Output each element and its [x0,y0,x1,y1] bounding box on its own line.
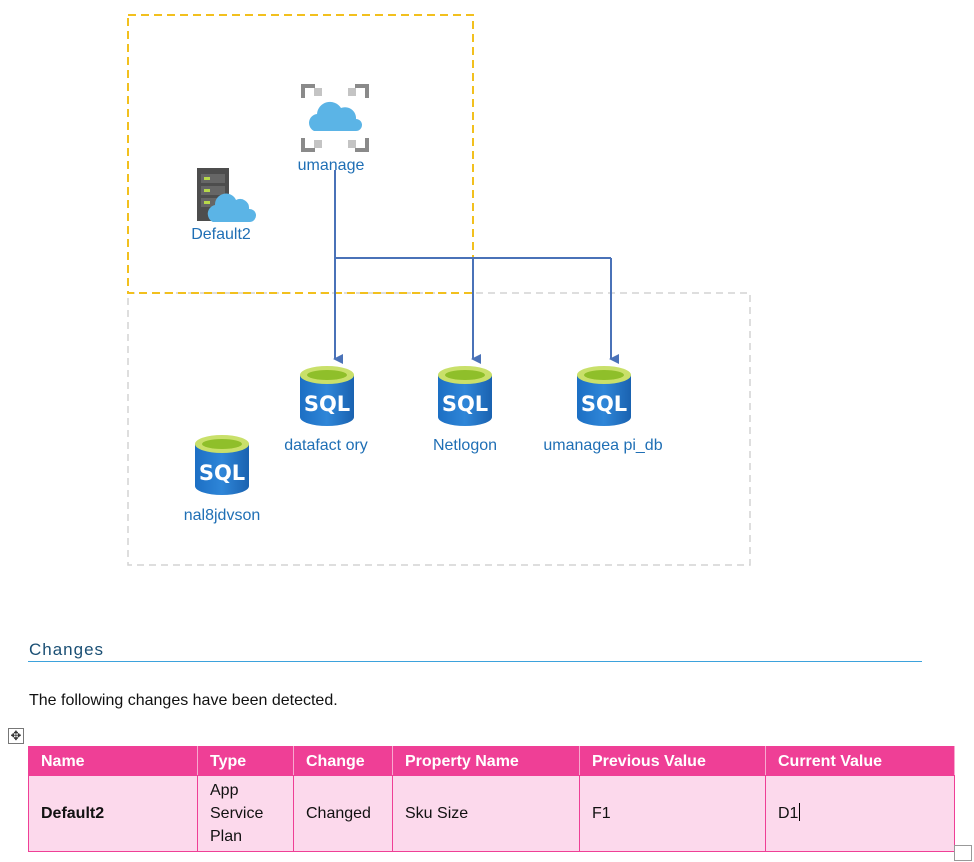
cell-name-text: Default2 [41,805,105,822]
node-label-netlogon: Netlogon [432,437,498,454]
cell-property-name[interactable]: Sku Size [392,775,580,852]
server-group-box [127,292,751,566]
cell-type-text: App Service Plan [210,782,264,845]
table-move-handle-icon[interactable]: ✥ [8,728,24,744]
cell-previous-value[interactable]: F1 [579,775,766,852]
table-resize-handle[interactable] [954,845,972,861]
node-label-umanageapi-db: umanagea pi_db [543,437,663,454]
architecture-diagram: SQL SQL SQL SQL [127,14,751,566]
node-label-nal8jdvson: nal8jdvson [183,507,261,524]
column-header-type: Type [197,746,294,776]
app-service-icon [301,84,369,152]
cell-previous-text: F1 [592,805,611,822]
section-heading: Changes [29,640,105,659]
text-cursor [799,803,801,821]
resource-group-box [127,14,474,294]
cell-change-text: Changed [306,805,371,822]
table-header-row: Name Type Change Property Name Previous … [28,746,955,776]
cell-property-text: Sku Size [405,805,469,822]
sql-icon-text: SQL [304,392,350,416]
sql-icon-text: SQL [581,392,627,416]
app-service-plan-icon [197,168,257,222]
sql-database-icon: SQL [195,435,249,495]
sql-database-icon: SQL [577,366,631,426]
sql-database-icon: SQL [438,366,492,426]
section-divider [28,661,922,662]
cell-name[interactable]: Default2 [28,775,198,852]
node-label-default2: Default2 [191,226,251,243]
cell-current-text: D1 [778,805,799,822]
column-header-previous-value: Previous Value [579,746,766,776]
cell-change[interactable]: Changed [293,775,393,852]
node-label-umanage: umanage [297,157,365,174]
column-header-current-value: Current Value [765,746,955,776]
sql-icon-text: SQL [442,392,488,416]
column-header-change: Change [293,746,393,776]
connector-lines [333,170,619,364]
sql-database-icon: SQL [300,366,354,426]
node-label-datafactory: datafact ory [284,437,368,454]
table-row: Default2 App Service Plan Changed Sku Si… [28,775,955,852]
changes-table: Name Type Change Property Name Previous … [28,746,955,852]
sql-icon-text: SQL [199,461,245,485]
intro-paragraph: The following changes have been detected… [29,692,338,709]
column-header-name: Name [28,746,198,776]
cell-current-value[interactable]: D1 [765,775,955,852]
column-header-property-name: Property Name [392,746,580,776]
cell-type[interactable]: App Service Plan [197,775,294,852]
